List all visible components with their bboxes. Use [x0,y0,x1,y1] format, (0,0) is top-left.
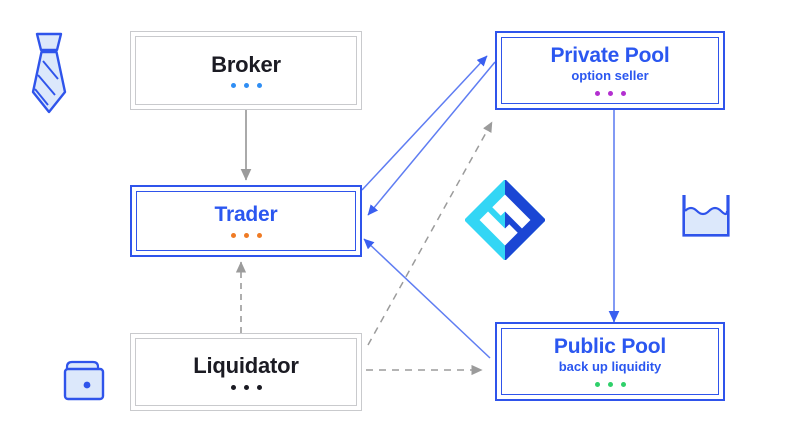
node-broker-dots [230,83,262,89]
arrow-private-pool-to-trader [367,61,496,216]
node-private-pool-subtitle: option seller [571,68,649,84]
node-private-pool[interactable]: Private Pool option seller [495,31,725,110]
node-private-pool-dots [594,90,626,96]
brand-logo-icon [463,178,547,262]
node-broker-title: Broker [211,51,281,77]
node-public-pool-subtitle: back up liquidity [558,359,662,375]
node-liquidator-title: Liquidator [193,353,299,379]
node-trader[interactable]: Trader [130,185,362,257]
liquidity-tank-icon [678,193,734,239]
node-broker[interactable]: Broker [130,31,362,110]
node-trader-title: Trader [214,202,278,226]
arrow-liquidator-to-private-pool [367,121,493,346]
node-public-pool-title: Public Pool [553,335,667,359]
node-liquidator[interactable]: Liquidator [130,333,362,411]
node-public-pool-dots [594,381,626,387]
node-public-pool[interactable]: Public Pool back up liquidity [495,322,725,401]
node-private-pool-title: Private Pool [550,44,670,68]
necktie-icon [22,30,76,116]
arrow-public-pool-to-trader [363,238,491,359]
wallet-icon [62,358,108,402]
node-trader-dots [230,233,262,239]
arrow-trader-to-private-pool [361,55,488,191]
node-liquidator-dots [230,384,262,390]
